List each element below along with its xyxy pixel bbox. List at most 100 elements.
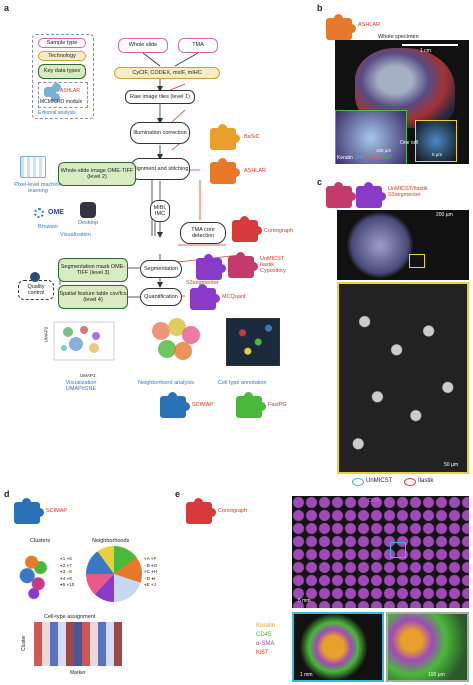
legend-module-label: MCMICRO module (40, 99, 83, 105)
nb-id-h: H (153, 569, 158, 574)
ilastik-legend-label: Ilastik (418, 478, 434, 484)
panel-label-d: d (4, 489, 10, 499)
legend-module-name: ASHLAR (60, 88, 81, 94)
b-legend-keratin: Keratin (337, 155, 353, 161)
unmicst-puzzle-icon-c (326, 182, 356, 208)
fastpg-puzzle-icon (236, 392, 266, 418)
e-marker-asma: α-SMA (256, 641, 275, 647)
scale-label-5mm: 5 mm (298, 598, 311, 604)
scale-label-200um: 200 µm (436, 212, 453, 218)
coreograph-puzzle-icon-a (232, 216, 262, 242)
c-modules-label: UnMICST/Ilastik S3segmenter (388, 186, 428, 198)
e-marker-keratin: Keratin (256, 623, 276, 629)
umap-viz-label: Visualization UMAP/tSNE (65, 380, 97, 392)
heatmap-cluster-label: Cluster (20, 635, 27, 651)
panel-label-e: e (175, 489, 181, 499)
core-zoom-image (292, 612, 384, 682)
umap-plot (53, 321, 115, 361)
b-legend-ki67: Ki67 (382, 155, 393, 161)
flow-segmentation: Segmentation (140, 260, 182, 278)
panel-label-b: b (317, 3, 323, 13)
legend-external: External analysis (38, 110, 76, 116)
heatmap (34, 622, 122, 666)
input-whole-slide: Whole slide (118, 38, 168, 53)
input-techs: CyCIF, CODEX, mxIF, mIHC (114, 67, 220, 79)
cluster-id-2: 2 (62, 562, 66, 568)
flow-raw-tiles: Raw image tiles (level 1) (125, 90, 195, 104)
legend-key-data: Key data types (38, 64, 86, 79)
ome-icon (34, 208, 44, 218)
cluster-id-8: 8 (69, 569, 72, 574)
whole-specimen-image (335, 40, 469, 164)
s3seg-label-a: S3segmenter (186, 280, 219, 286)
scimap-puzzle-icon-a (160, 392, 190, 418)
legend-technology: Technology (38, 51, 86, 61)
basic-label: BaSiC (244, 134, 260, 140)
mcquant-puzzle-icon (190, 284, 220, 310)
nb-id-i: I (153, 575, 156, 581)
legend-sample-type: Sample type (38, 38, 86, 48)
coreograph-label-e: Coreograph (218, 508, 248, 514)
whole-specimen-label: Whole specimen (378, 34, 419, 40)
nb-id-j: J (153, 582, 156, 587)
nb-id-g: G (153, 562, 158, 568)
scale-label-1cm: 1 cm (420, 48, 431, 54)
desktop-label: Desktop (78, 220, 99, 226)
ml-label: Pixel-level machine learning (14, 182, 62, 194)
cluster-id-4: 4 (62, 575, 66, 581)
cluster-id-10: 10 (69, 582, 75, 587)
flow-alignment: Alignment and stitching (130, 158, 190, 180)
flow-segmask: Segmentation mask OME-TIFF (level 3) (58, 258, 128, 282)
legend-box (32, 34, 94, 119)
browser-label: Browser (38, 224, 59, 230)
nb-id-d: D (146, 575, 150, 581)
nb-id-b: B (146, 562, 150, 568)
detail-zoom-image (386, 612, 469, 682)
tma-array-image (292, 496, 469, 608)
s3seg-puzzle-icon-a (196, 254, 226, 280)
b-legend: Keratin DNA α-SMA Ki67 (337, 155, 392, 161)
scimap-label-d: SCIMAP (46, 508, 68, 514)
cluster-id-1: 1 (62, 556, 66, 561)
unmicst-puzzle-icon-a (228, 252, 258, 278)
e-marker-cd45: CD45 (256, 632, 272, 638)
panel-label-c: c (317, 177, 323, 187)
person-icon (30, 272, 40, 282)
b-legend-asma: α-SMA (365, 155, 382, 161)
flow-quantification: Quantification (140, 288, 182, 306)
segmentation-zoom-image (337, 282, 469, 474)
unmicst-legend-swatch (352, 478, 364, 486)
flow-feature-table: Spatial feature table csv/fcs (level 4) (58, 285, 128, 309)
heatmap-title: Cell-type assignment (44, 614, 96, 620)
e-marker-ki67: Ki67 (256, 650, 269, 656)
nb-id-e: E (146, 582, 150, 587)
unmicst-legend-label: UnMICST (366, 478, 393, 484)
core-image (337, 210, 469, 280)
neighborhoods-plot (86, 546, 142, 602)
neighborhoods-title: Neighborhoods (92, 538, 130, 544)
desktop-icon (80, 202, 96, 218)
panel-label-a: a (4, 3, 10, 13)
heatmap-marker-label: Marker (70, 670, 86, 676)
cluster-legend: ●1 ●6 ●2 ●7 ●3 ●8 ●4 ●9 ●5 ●10 (60, 556, 75, 587)
nb-id-f: F (153, 556, 157, 561)
neighborhood-graphic (148, 318, 202, 368)
ashlar-puzzle-icon-a (210, 158, 240, 184)
nb-id-c: C (146, 569, 150, 574)
e-marker-legend: Keratin CD45 α-SMA Ki67 (256, 622, 275, 658)
mcquant-label: MCQuant (222, 294, 246, 300)
input-tma: TMA (178, 38, 218, 53)
flow-quality-control: Quality control (18, 280, 54, 300)
scimap-puzzle-icon-d (14, 498, 44, 524)
scimap-label-a: SCIMAP (192, 402, 214, 408)
clusters-title: Clusters (30, 538, 51, 544)
scale-label-50um: 50 µm (444, 462, 458, 468)
ilastik-legend-swatch (404, 478, 416, 486)
cluster-id-9: 9 (69, 575, 72, 581)
umap1-label: UMAP1 (80, 373, 96, 378)
s3seg-puzzle-icon-c (356, 182, 386, 208)
celltype-label: Cell type annotation (218, 380, 267, 386)
scale-label-5um: 5 µm (432, 152, 443, 157)
dna-label: DNA (368, 498, 380, 504)
scale-bar-1cm (402, 44, 458, 46)
